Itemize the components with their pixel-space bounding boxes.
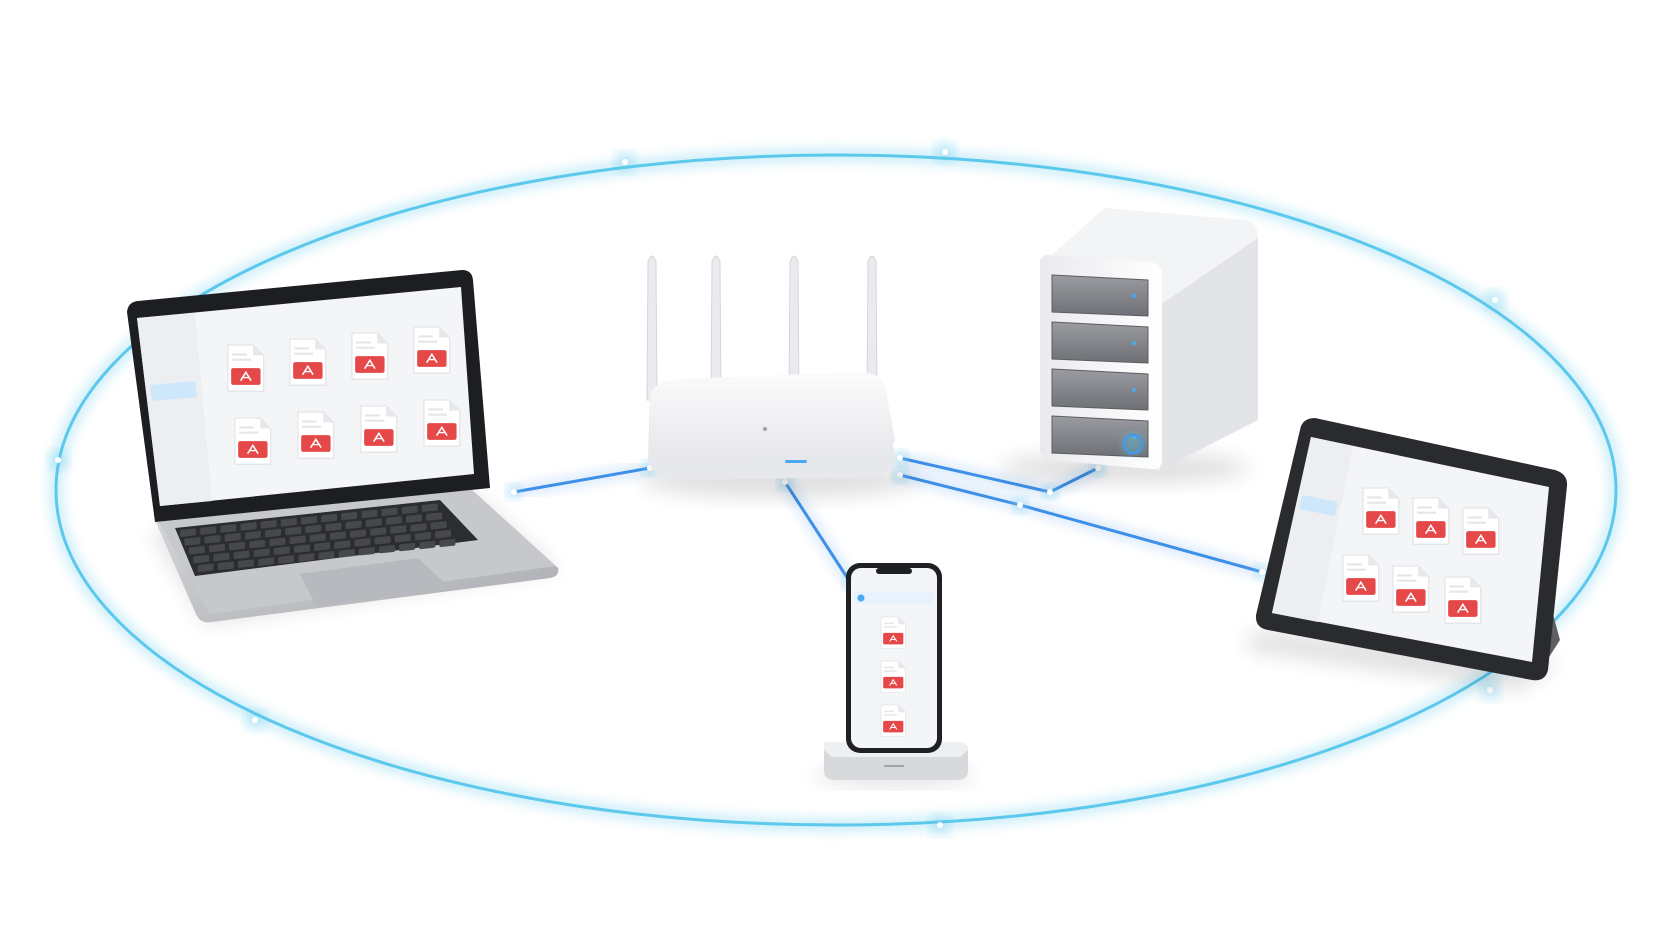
bay-led [1132,388,1136,392]
pdf-file-icon [1462,507,1500,555]
nas-server [1000,208,1258,484]
pdf-file-icon [1412,497,1450,545]
drive-bay [1051,321,1149,364]
pdf-file-icon [351,332,389,380]
pdf-file-icon [1362,487,1400,535]
tablet [1245,418,1568,690]
pdf-file-icon [227,344,265,392]
network-link [513,466,651,494]
pdf-file-icon [880,616,906,650]
router-antenna [788,255,800,401]
pdf-file-icon [297,411,335,459]
pdf-file-icon [423,399,461,447]
tablet-file-grid [1342,487,1500,624]
drive-bay [1051,368,1149,411]
phone-file-list [880,616,906,738]
router-antenna [646,255,658,401]
phone [815,563,975,785]
pdf-file-icon [360,405,398,453]
network-ring [50,149,1622,831]
pdf-file-icon [1342,554,1380,602]
ring-nodes [48,142,1505,835]
pdf-file-icon [1444,576,1482,624]
pdf-file-icon [413,326,451,374]
pdf-file-icon [1392,565,1430,613]
bay-led [1132,294,1136,298]
laptop-file-grid [227,326,461,465]
laptop [127,270,560,625]
pdf-file-icon [880,660,906,694]
laptop-keyboard [180,503,456,572]
router [640,255,920,498]
drive-bay [1051,274,1149,317]
pdf-file-icon [289,338,327,386]
nas-drive-bays [1051,274,1149,458]
router-antennas [646,255,878,401]
router-antenna [710,255,722,401]
pdf-file-icon [880,704,906,738]
network-link [783,481,852,583]
bay-led [1132,341,1136,345]
router-antenna [866,255,878,401]
pdf-file-icon [234,417,272,465]
